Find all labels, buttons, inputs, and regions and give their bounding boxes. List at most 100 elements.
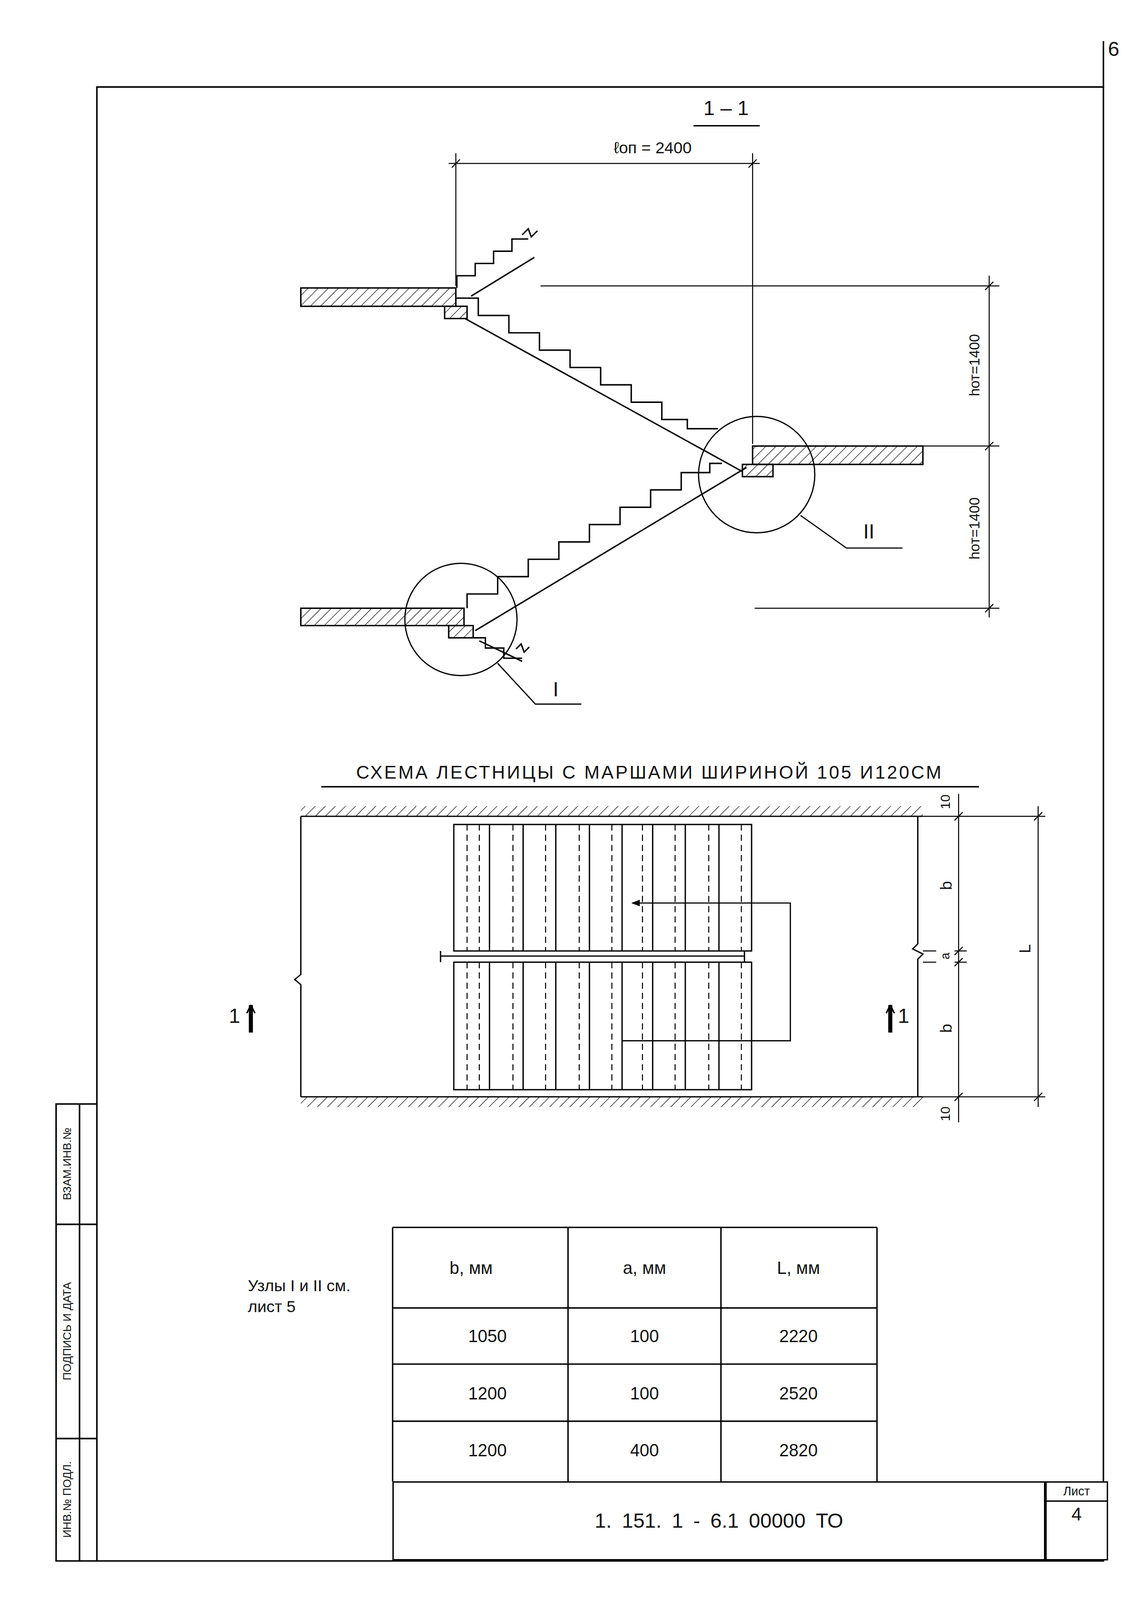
table-cell: 100 xyxy=(630,1325,660,1346)
stamp-label: ПОДПИСЬ И ДАТА xyxy=(60,1281,74,1380)
stair-section-part xyxy=(471,257,535,297)
detail-callouts-part xyxy=(404,563,517,676)
stair-section-part xyxy=(456,238,529,288)
stair-section-part xyxy=(471,637,522,658)
section-dimensions-part xyxy=(451,159,758,168)
table-cell: 1050 xyxy=(468,1325,507,1346)
stair-section-part xyxy=(456,298,718,429)
stair-section-part xyxy=(301,607,465,626)
table-cell: 2520 xyxy=(779,1383,818,1404)
table-cell: 100 xyxy=(630,1325,660,1346)
table-header: b, мм xyxy=(449,1257,493,1278)
stair-plan-part xyxy=(440,950,745,963)
dimension-text: ℓоп = 2400 xyxy=(613,138,693,158)
dimension-text: 10 xyxy=(938,794,953,809)
table-header: b, мм xyxy=(449,1257,493,1278)
stair-plan-part xyxy=(489,962,720,1090)
table-cell: 400 xyxy=(630,1440,660,1461)
stair-plan-part xyxy=(453,824,752,951)
stair-section-part xyxy=(465,318,743,472)
section-dimensions-part xyxy=(985,281,994,613)
stair-section xyxy=(301,228,924,662)
detail-callouts-part xyxy=(698,416,815,533)
stair-plan-part xyxy=(294,816,301,1097)
dimension-text: 10 xyxy=(938,1106,954,1121)
sheet-number-box: Лист4 xyxy=(1045,1480,1109,1561)
section-dimensions xyxy=(448,153,1000,618)
dimension-text: L xyxy=(1015,943,1035,954)
table-grid xyxy=(392,1227,877,1481)
dimension-text: L xyxy=(1015,943,1034,954)
stair-plan-part xyxy=(453,962,752,1090)
callout-number: I xyxy=(552,677,559,702)
dimension-text: a xyxy=(938,952,953,959)
dimension-text: hот=1400 xyxy=(966,334,983,397)
plan-dimensions-part xyxy=(958,793,959,1123)
table-cell: 100 xyxy=(630,1383,660,1404)
dimension-text: ℓоп = 2400 xyxy=(613,138,693,157)
table-grid-part xyxy=(392,1227,877,1421)
table-cell: 2220 xyxy=(779,1325,818,1346)
plan-dimensions-part xyxy=(954,812,963,1101)
section-marks-part xyxy=(886,1004,895,1014)
stair-section-part xyxy=(444,306,467,319)
table-cell: 100 xyxy=(630,1383,660,1403)
dimension-text: hот=1400 xyxy=(966,496,983,560)
dimension-text: b xyxy=(937,880,956,890)
title-underline xyxy=(321,125,979,787)
stair-section-part xyxy=(466,463,723,608)
sheet-frame-part xyxy=(1102,40,1104,87)
table-header: a, мм xyxy=(622,1257,667,1278)
plan-dimensions-part xyxy=(1033,812,1043,1101)
detail-callouts-part xyxy=(497,662,582,704)
stair-section-part xyxy=(752,446,924,465)
dimension-text: hот=1400 xyxy=(966,334,984,397)
section-marks-part xyxy=(246,1004,256,1014)
stair-plan-part xyxy=(489,824,720,951)
stair-plan-part xyxy=(466,824,742,951)
sheet-number: 4 xyxy=(1046,1501,1107,1527)
stair-section-part xyxy=(301,287,457,307)
sheet-label: Лист xyxy=(1046,1482,1107,1502)
scheme-title: СХЕМА ЛЕСТНИЦЫ С МАРШАМИ ШИРИНОЙ 105 И12… xyxy=(356,761,944,783)
table-cell: 1050 xyxy=(468,1325,507,1346)
sheet-frame-part xyxy=(55,86,1104,1561)
detail-callouts xyxy=(404,416,903,704)
stamp-label: ИНВ.№ ПОДЛ. xyxy=(60,1460,74,1538)
dimension-text: b xyxy=(937,1023,956,1033)
dimension-text: b xyxy=(937,1023,956,1033)
stair-section-part xyxy=(521,228,538,237)
plan-dimensions-part xyxy=(923,816,1046,1097)
section-dimensions-part xyxy=(456,153,753,444)
table-cell: 1200 xyxy=(468,1383,507,1404)
sheet-frame xyxy=(55,40,1104,1561)
table-header: L, мм xyxy=(777,1257,821,1278)
stair-plan-part xyxy=(301,1096,924,1107)
dimension-text: b xyxy=(937,880,956,890)
section-mark: 1 xyxy=(898,1003,910,1028)
stamp-label: ВЗАМ.ИНВ.№ xyxy=(60,1127,74,1200)
callout-number: I xyxy=(552,677,559,701)
table-grid-part xyxy=(392,1227,877,1481)
section-dimensions-part xyxy=(540,286,1000,609)
stair-plan-part xyxy=(466,962,742,1090)
table-header: L, мм xyxy=(777,1257,821,1278)
stair-plan-part xyxy=(301,816,924,1097)
section-marks xyxy=(246,1004,895,1033)
note-text: Узлы I и II см. лист 5 xyxy=(247,1274,362,1318)
dimension-text: hот=1400 xyxy=(966,496,984,560)
section-mark: 1 xyxy=(228,1003,241,1028)
scheme-title: СХЕМА ЛЕСТНИЦЫ С МАРШАМИ ШИРИНОЙ 105 И12… xyxy=(356,761,944,783)
table-header: a, мм xyxy=(622,1257,667,1278)
section-title: 1 – 1 xyxy=(703,96,749,120)
section-mark: 1 xyxy=(228,1003,241,1028)
page-number: 6 xyxy=(1108,37,1120,61)
table-cell: 1200 xyxy=(468,1383,507,1403)
drawing-code: 1. 151. 1 - 6.1 00000 ТО xyxy=(590,1508,848,1533)
detail-callouts-part xyxy=(800,515,903,548)
stair-section-part xyxy=(448,625,474,638)
section-dimensions-part xyxy=(448,162,760,164)
table-cell: 400 xyxy=(630,1440,660,1460)
stamp-label: ПОДПИСЬ И ДАТА xyxy=(60,1281,74,1380)
